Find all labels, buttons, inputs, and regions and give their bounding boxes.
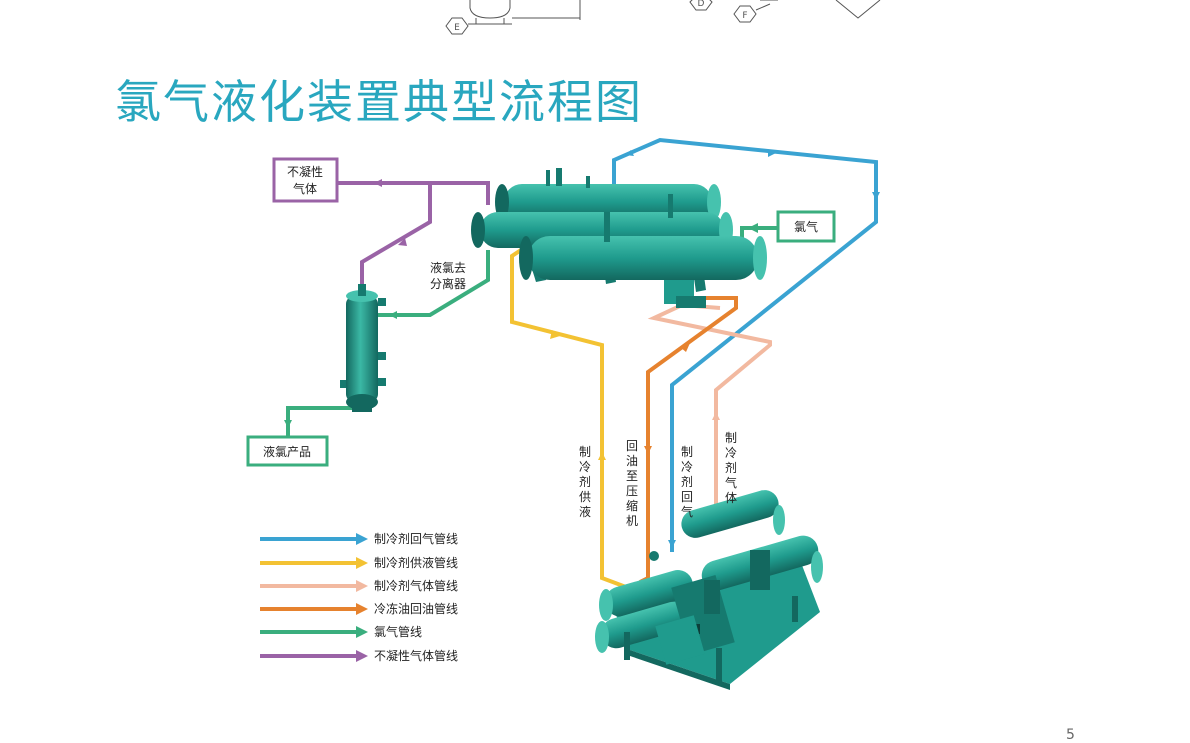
legend-item-refrigerant-return: 制冷剂回气管线	[260, 531, 458, 546]
legend-arrow	[356, 580, 368, 592]
svg-text:回: 回	[626, 439, 638, 453]
chlorine-arrow	[748, 223, 758, 233]
refrigerant-return-arrow	[768, 149, 776, 157]
slide-title: 氯气液化装置典型流程图	[115, 75, 643, 129]
legend-label: 制冷剂供液管线	[374, 555, 458, 570]
svg-text:回: 回	[681, 490, 693, 504]
legend-label: 制冷剂回气管线	[374, 531, 458, 546]
noncondensable-arrow	[398, 238, 407, 246]
refrigerant-return-arrow	[668, 540, 676, 548]
oil-return-arrow	[644, 446, 652, 454]
svg-text:制: 制	[725, 431, 737, 445]
fragment-label-e: E	[454, 23, 460, 33]
oil-return-arrow	[680, 343, 690, 352]
chiller-unit	[595, 490, 823, 690]
refrigerant-supply-arrow	[598, 452, 606, 460]
legend-label: 不凝性气体管线	[374, 648, 458, 663]
svg-text:剂: 剂	[579, 474, 591, 489]
svg-text:剂: 剂	[725, 460, 737, 475]
separator-label-line1: 液氯去	[430, 260, 466, 275]
svg-text:至: 至	[626, 469, 638, 483]
chlorine-gas-box: 氯气	[776, 210, 836, 243]
noncondensable-line2: 气体	[293, 181, 317, 196]
noncondensable-gas-lines	[337, 181, 490, 292]
legend-item-refrigerant-supply: 制冷剂供液管线	[260, 555, 458, 570]
noncondensable-line1: 不凝性	[287, 164, 323, 179]
legend-item-chlorine: 氯气管线	[260, 624, 422, 639]
svg-text:油: 油	[626, 454, 638, 468]
legend-item-refrigerant-gas: 制冷剂气体管线	[260, 578, 458, 593]
refrigerant-return-arrow	[625, 150, 634, 156]
svg-text:气: 气	[725, 475, 737, 490]
svg-text:制: 制	[579, 445, 591, 459]
svg-text:制: 制	[681, 445, 693, 459]
legend-arrow	[356, 557, 368, 569]
fragment-label-f: F	[742, 11, 747, 21]
refrigerant-return-label: 制 冷 剂 回 气	[681, 445, 693, 519]
chlorine-gas-label: 氯气	[794, 219, 818, 234]
page-number: 5	[1066, 727, 1075, 743]
refrigerant-return-line	[612, 137, 878, 552]
oil-return-label: 回 油 至 压 缩 机	[626, 439, 638, 528]
chlorine-arrow	[389, 311, 397, 319]
legend-label: 制冷剂气体管线	[374, 578, 458, 593]
refrigerant-supply-line	[510, 242, 635, 592]
legend: 制冷剂回气管线 制冷剂供液管线 制冷剂气体管线 冷冻油回油管线 氯气管线 不凝性…	[260, 531, 458, 663]
legend-arrow	[356, 650, 368, 662]
legend-label: 氯气管线	[374, 624, 422, 639]
condenser-assembly	[471, 168, 767, 308]
chlorine-arrow	[284, 420, 292, 428]
noncondensable-arrow	[374, 179, 382, 187]
svg-text:冷: 冷	[681, 460, 693, 474]
refrigerant-supply-arrow	[550, 330, 560, 339]
liquid-chlorine-product-label: 液氯产品	[263, 444, 311, 459]
svg-text:供: 供	[579, 490, 591, 504]
refrigerant-gas-label: 制 冷 剂 气 体	[725, 431, 737, 505]
separator-vessel	[340, 284, 386, 412]
svg-text:气: 气	[681, 504, 693, 519]
refrigerant-supply-label: 制 冷 剂 供 液	[579, 445, 591, 519]
svg-text:冷: 冷	[725, 446, 737, 460]
refrigerant-gas-arrow	[712, 412, 720, 420]
legend-item-noncondensable: 不凝性气体管线	[260, 648, 458, 663]
svg-text:冷: 冷	[579, 460, 591, 474]
separator-label-line2: 分离器	[430, 276, 466, 291]
legend-arrow	[356, 626, 368, 638]
liquid-chlorine-product-box: 液氯产品	[246, 435, 329, 467]
legend-arrow	[356, 533, 368, 545]
refrigerant-return-arrow	[872, 192, 880, 200]
top-drawing-fragment: E D F	[445, 0, 881, 35]
legend-label: 冷冻油回油管线	[374, 601, 458, 616]
oil-return-line	[639, 296, 738, 584]
svg-text:体: 体	[725, 491, 737, 505]
legend-item-oil-return: 冷冻油回油管线	[260, 601, 458, 616]
fragment-label-d: D	[698, 0, 705, 9]
svg-text:剂: 剂	[681, 474, 693, 489]
svg-text:缩: 缩	[626, 498, 638, 513]
noncondensable-gas-box: 不凝性 气体	[272, 157, 339, 203]
svg-text:压: 压	[626, 484, 638, 498]
svg-text:液: 液	[579, 504, 591, 519]
legend-arrow	[356, 603, 368, 615]
svg-text:机: 机	[626, 514, 638, 528]
